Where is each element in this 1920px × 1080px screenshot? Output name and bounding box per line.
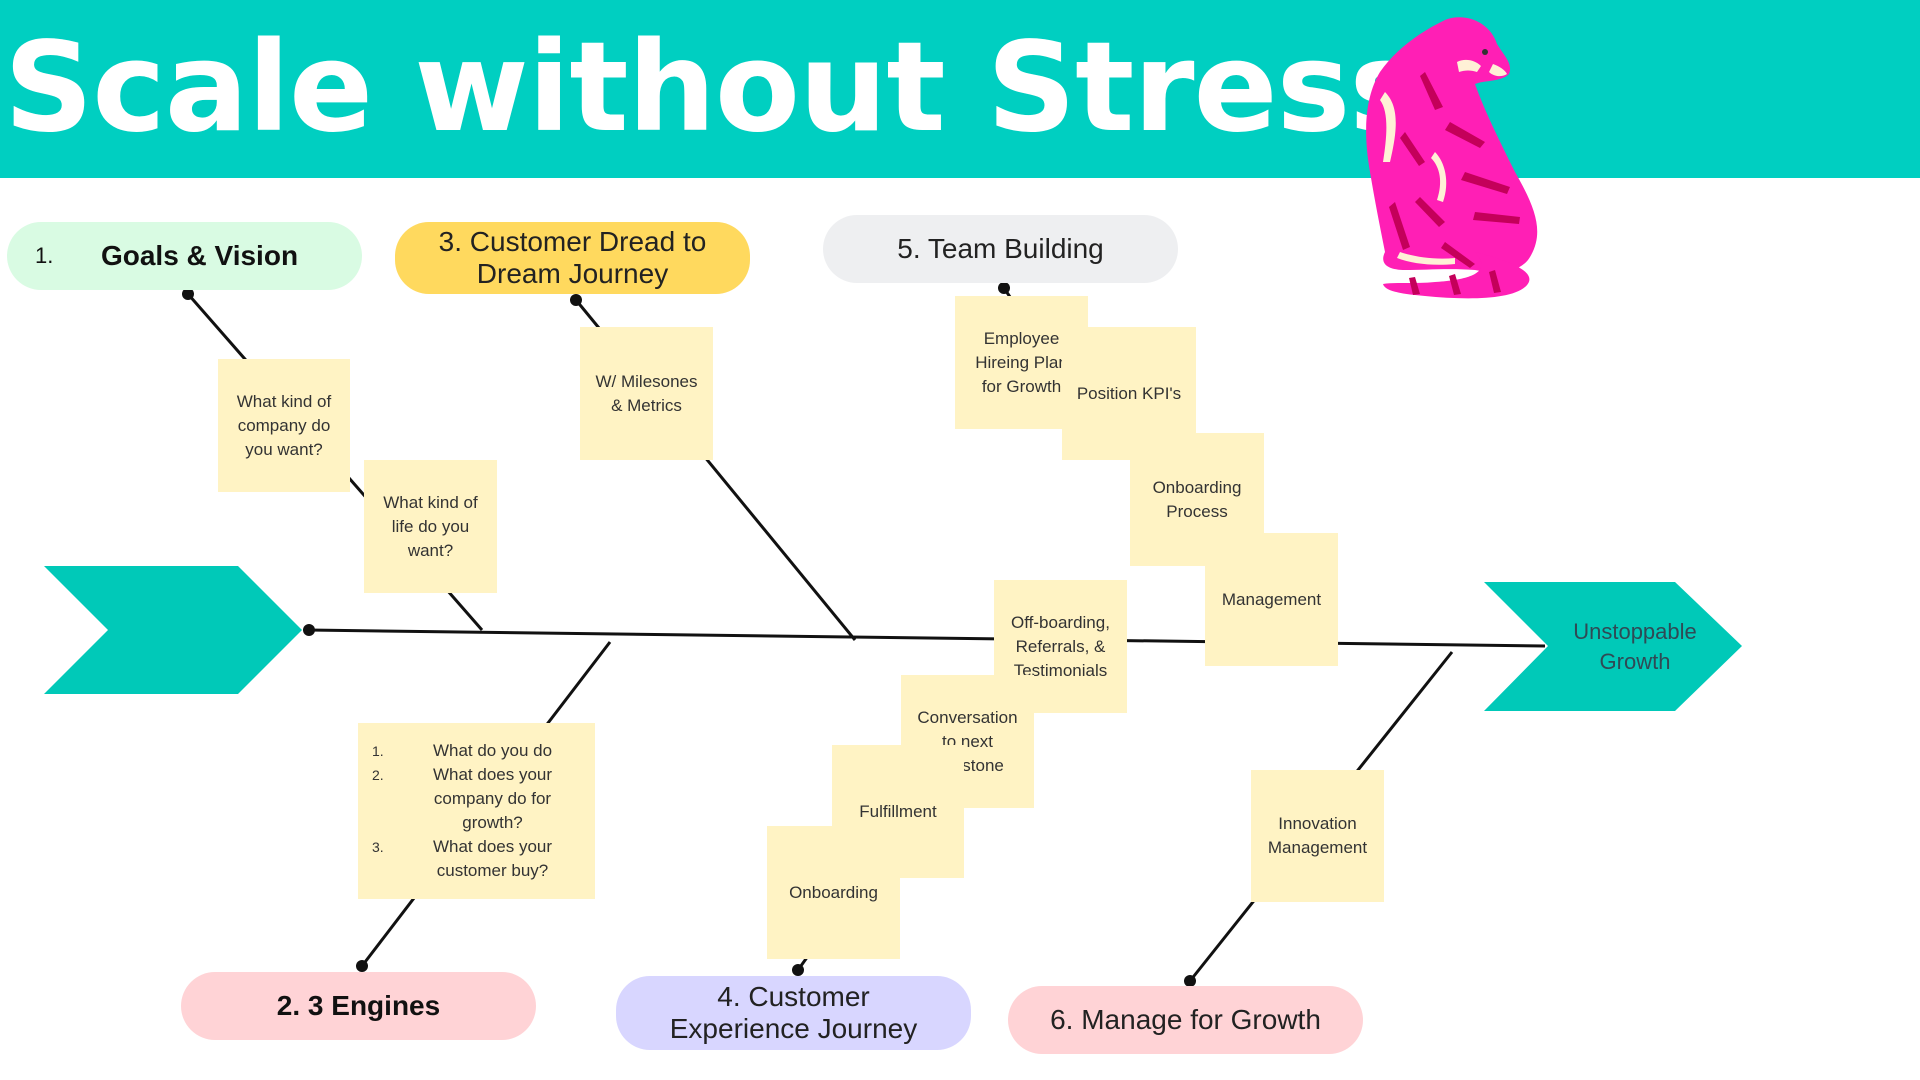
outcome-label: Unstoppable Growth — [1573, 619, 1697, 674]
engines-list-item: 3.What does your customer buy? — [372, 837, 553, 880]
tiger-illustration — [1366, 17, 1538, 299]
page-title: Scale without Stress — [4, 16, 1423, 160]
note-onboarding: Onboarding — [767, 826, 900, 959]
category-goals-vision: 1. Goals & Vision — [7, 222, 362, 290]
team-label: 5. Team Building — [897, 233, 1104, 264]
note-management: Management — [1205, 533, 1338, 666]
manage-label: 6. Manage for Growth — [1050, 1004, 1321, 1035]
note-milestones: W/ Milesones & Metrics — [580, 327, 713, 460]
engines-list-item: 2.What does your company do for growth? — [372, 765, 553, 832]
category-three-engines: 2. 3 Engines — [181, 972, 536, 1040]
goals-label: Goals & Vision — [100, 240, 299, 271]
category-manage-growth: 6. Manage for Growth — [1008, 986, 1363, 1054]
category-customer-experience: 4. Customer Experience Journey — [616, 976, 971, 1050]
goals-number: 1. — [35, 243, 54, 268]
note-innovation: Innovation Management — [1251, 770, 1384, 902]
experience-label: 4. Customer Experience Journey — [669, 981, 918, 1044]
start-chevron — [44, 566, 302, 694]
dread-label: 3. Customer Dread to Dream Journey — [438, 226, 707, 289]
engines-label: 2. 3 Engines — [276, 990, 441, 1021]
category-team-building: 5. Team Building — [823, 215, 1178, 283]
note-engines-list: 1.What do you do 2.What does your compan… — [358, 723, 595, 899]
category-dread-to-dream: 3. Customer Dread to Dream Journey — [395, 222, 750, 294]
spine-line — [307, 628, 1546, 648]
note-offboarding: Off-boarding, Referrals, & Testimonials — [994, 580, 1127, 713]
note-conversation: Conversation to next milestone — [901, 675, 1034, 808]
engines-list-item: 1.What do you do — [372, 741, 553, 760]
note-company: What kind of company do you want? — [218, 359, 350, 492]
engines-list: 1.What do you do 2.What does your compan… — [372, 739, 581, 883]
title-banner: Scale without Stress — [0, 0, 1920, 178]
note-life: What kind of life do you want? — [364, 460, 497, 593]
